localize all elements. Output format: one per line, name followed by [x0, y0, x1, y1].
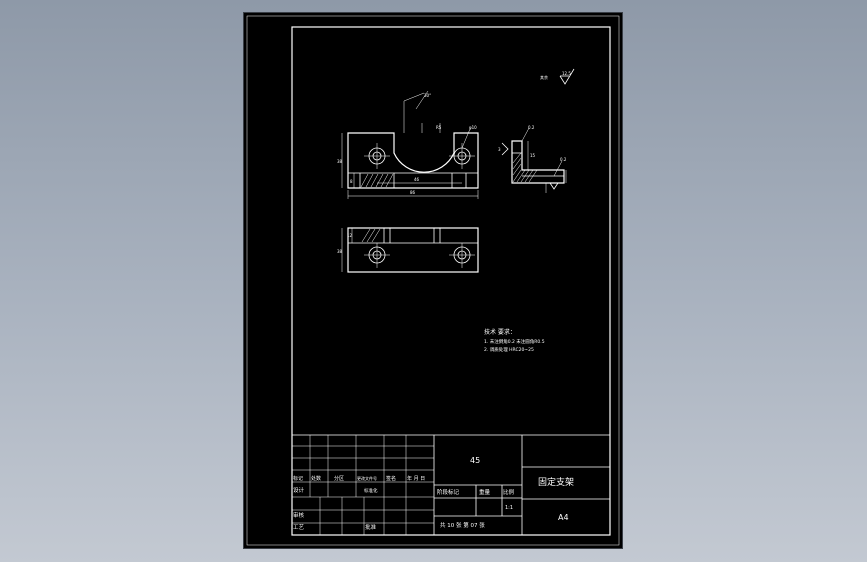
- dim-radius: R5: [436, 125, 442, 130]
- cad-viewport[interactable]: 其余 12.5 30° R5: [244, 13, 622, 548]
- side-view: 3 0.2 15 0.2: [498, 125, 567, 193]
- surface-roughness-symbol: 其余 12.5: [540, 68, 575, 85]
- row-design: 设计: [293, 486, 305, 494]
- dim-hole: φ10: [469, 125, 477, 130]
- weight-label: 重量: [479, 488, 491, 496]
- technical-notes: 技术 要求： 1. 未注倒角0.2 未注圆角R0.5 2. 调质处理 HRC20…: [484, 328, 545, 353]
- header-change-doc: 更改文件号: [357, 475, 377, 481]
- scale-value: 1:1: [505, 505, 513, 511]
- tech-notes-line2: 2. 调质处理 HRC20~25: [484, 346, 534, 353]
- header-date: 年 月 日: [407, 475, 425, 482]
- row-design-std: 标准化: [364, 487, 378, 494]
- sheet-info: 共 10 张 第 07 张: [440, 521, 485, 529]
- row-approve: 批准: [365, 523, 377, 531]
- stage-label: 阶段标记: [437, 488, 460, 496]
- inner-frame: [291, 26, 611, 536]
- dim-b: 15: [530, 153, 536, 158]
- top-dim-top: 12: [347, 233, 353, 238]
- outer-border: [246, 15, 620, 546]
- front-view: 30° R5 φ10 38 46 86 8: [337, 90, 479, 199]
- dim-left: 8: [350, 179, 353, 184]
- scale-label: 比例: [503, 488, 515, 496]
- dim-inner: 46: [414, 177, 420, 182]
- dim-height: 38: [337, 159, 343, 164]
- tech-notes-line1: 1. 未注倒角0.2 未注圆角R0.5: [484, 338, 545, 345]
- header-signature: 签名: [386, 475, 396, 482]
- roughness-value: 12.5: [562, 71, 571, 76]
- dim-a: 0.2: [528, 125, 535, 130]
- header-mark: 标记: [293, 475, 303, 482]
- engineering-drawing: 其余 12.5 30° R5: [246, 15, 620, 546]
- dim-c: 0.2: [560, 157, 567, 162]
- dim-angle: 30°: [424, 93, 431, 98]
- material-value: 45: [470, 456, 480, 465]
- dim-total: 86: [410, 190, 416, 195]
- roughness-label: 其余: [540, 74, 548, 80]
- tech-notes-title: 技术 要求：: [484, 328, 516, 336]
- header-count: 处数: [311, 475, 321, 482]
- part-name: 固定支架: [538, 476, 574, 488]
- title-block: 标记 处数 分区 更改文件号 签名 年 月 日 设计 标准化 审核 工艺 批准 …: [292, 434, 610, 535]
- top-view: 38 12: [337, 227, 479, 273]
- top-dim-height: 38: [337, 249, 343, 254]
- row-process: 工艺: [293, 524, 305, 531]
- row-review: 审核: [293, 511, 305, 519]
- header-zone: 分区: [334, 475, 344, 482]
- paper-size: A4: [558, 513, 569, 522]
- dim-small: 3: [498, 147, 501, 152]
